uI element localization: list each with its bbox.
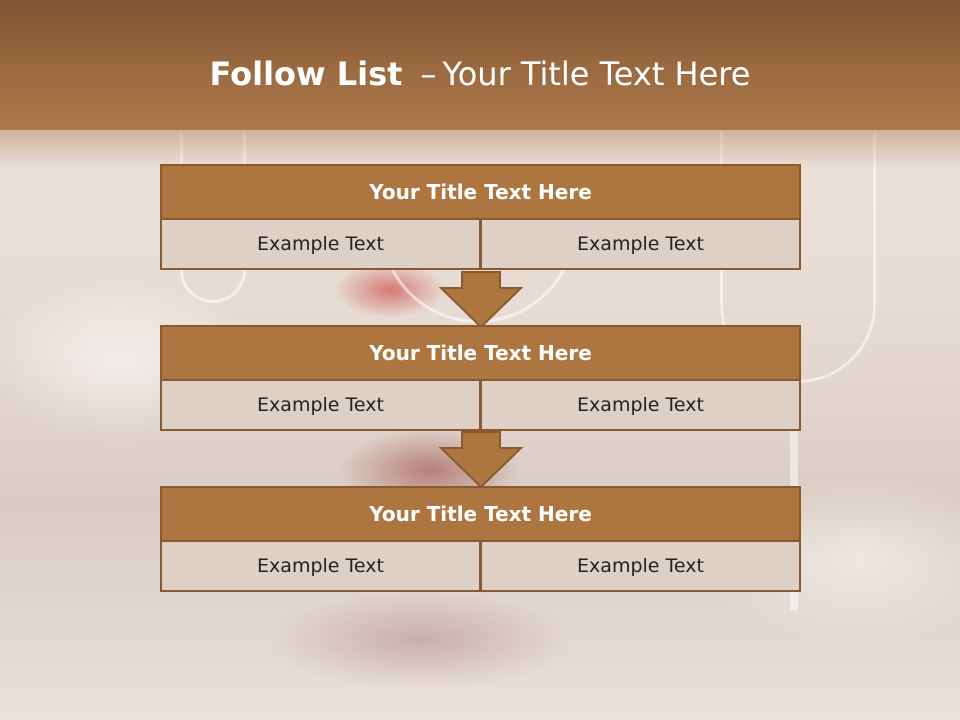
list-block-2: Your Title Text Here Example Text Exampl… bbox=[160, 325, 801, 431]
list-block-1: Your Title Text Here Example Text Exampl… bbox=[160, 164, 801, 270]
block-heading: Your Title Text Here bbox=[160, 325, 801, 381]
header-fade bbox=[0, 130, 960, 170]
block-row: Example Text Example Text bbox=[160, 220, 801, 270]
block-cell-right: Example Text bbox=[481, 542, 801, 592]
block-cell-right: Example Text bbox=[481, 381, 801, 431]
down-arrow-icon bbox=[438, 271, 524, 329]
block-cell-left: Example Text bbox=[160, 220, 481, 270]
block-row: Example Text Example Text bbox=[160, 542, 801, 592]
title-separator: – bbox=[420, 55, 437, 93]
title-main: Follow List bbox=[209, 55, 403, 93]
block-heading: Your Title Text Here bbox=[160, 486, 801, 542]
block-heading: Your Title Text Here bbox=[160, 164, 801, 220]
block-cell-right: Example Text bbox=[481, 220, 801, 270]
block-cell-left: Example Text bbox=[160, 381, 481, 431]
title-sub: Your Title Text Here bbox=[442, 55, 751, 93]
list-block-3: Your Title Text Here Example Text Exampl… bbox=[160, 486, 801, 592]
header-band bbox=[0, 0, 960, 130]
block-cell-left: Example Text bbox=[160, 542, 481, 592]
slide-title: Follow List–Your Title Text Here bbox=[0, 55, 960, 93]
down-arrow-icon bbox=[438, 431, 524, 489]
block-row: Example Text Example Text bbox=[160, 381, 801, 431]
